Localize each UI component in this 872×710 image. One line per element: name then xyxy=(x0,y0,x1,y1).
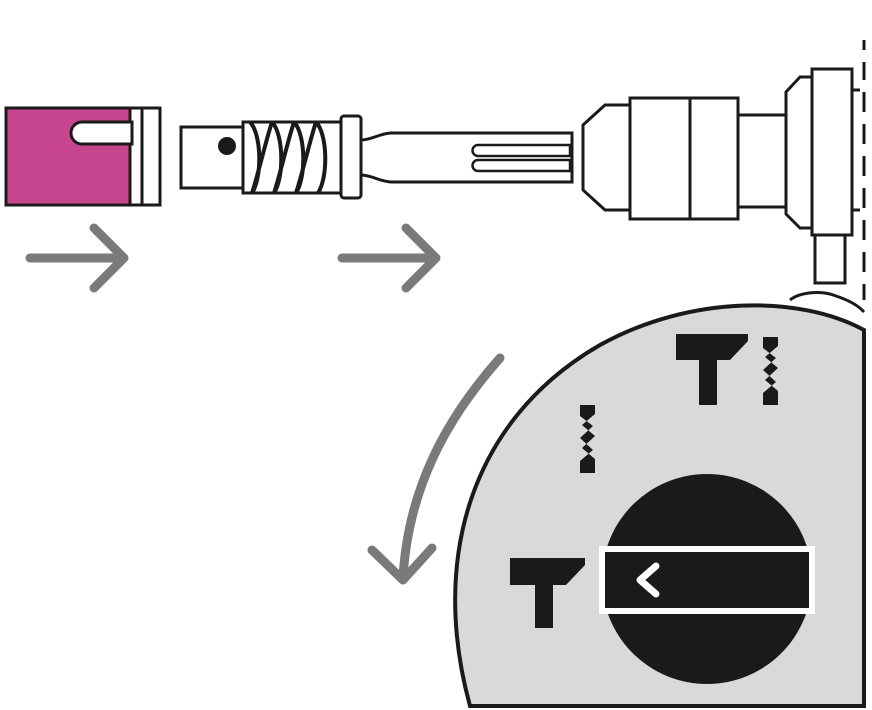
rotate-arrow xyxy=(367,353,505,585)
drill-bit-icon xyxy=(580,405,595,473)
mode-selector-knob[interactable] xyxy=(599,474,815,684)
drill-chuck xyxy=(581,40,866,314)
spring-coils xyxy=(248,120,328,195)
sds-shank-adapter xyxy=(179,114,574,200)
mode-selector-dial[interactable] xyxy=(453,303,866,708)
insert-arrow-1 xyxy=(25,223,129,293)
chevron-left-icon xyxy=(636,562,660,598)
magenta-adapter-sleeve xyxy=(4,106,162,207)
insert-arrow-2 xyxy=(337,223,441,293)
hammer-icon xyxy=(510,558,585,628)
hammer-and-drill-icon xyxy=(676,334,778,405)
